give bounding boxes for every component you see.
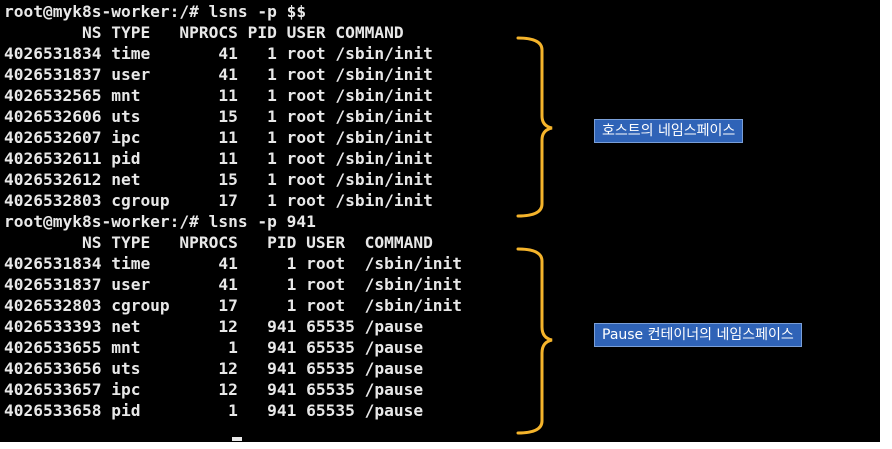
terminal-cursor xyxy=(232,437,242,441)
table-row: 4026532803 cgroup 17 1 root /sbin/init xyxy=(4,296,463,315)
table-row: 4026533655 mnt 1 941 65535 /pause xyxy=(4,338,424,357)
terminal-window[interactable]: root@myk8s-worker:/# lsns -p $$ NS TYPE … xyxy=(0,0,880,442)
table-row: 4026532803 cgroup 17 1 root /sbin/init xyxy=(4,191,433,210)
table-row: 4026532607 ipc 11 1 root /sbin/init xyxy=(4,128,433,147)
prompt-line-1: root@myk8s-worker:/# lsns -p $$ xyxy=(4,2,307,21)
host-brace-icon xyxy=(516,36,553,218)
table-row: 4026531837 user 41 1 root /sbin/init xyxy=(4,275,463,294)
table-header-2: NS TYPE NPROCS PID USER COMMAND xyxy=(4,233,433,252)
table-row: 4026531837 user 41 1 root /sbin/init xyxy=(4,65,433,84)
prompt-line-2: root@myk8s-worker:/# lsns -p 941 xyxy=(4,212,316,231)
host-namespace-label: 호스트의 네임스페이스 xyxy=(594,119,744,143)
table-row: 4026533393 net 12 941 65535 /pause xyxy=(4,317,424,336)
table-header-1: NS TYPE NPROCS PID USER COMMAND xyxy=(4,23,404,42)
table-row: 4026533656 uts 12 941 65535 /pause xyxy=(4,359,424,378)
table-row: 4026532565 mnt 11 1 root /sbin/init xyxy=(4,86,433,105)
table-row: 4026533658 pid 1 941 65535 /pause xyxy=(4,401,424,420)
table-row: 4026532612 net 15 1 root /sbin/init xyxy=(4,170,433,189)
table-row: 4026531834 time 41 1 root /sbin/init xyxy=(4,44,433,63)
table-row: 4026532606 uts 15 1 root /sbin/init xyxy=(4,107,433,126)
table-row: 4026531834 time 41 1 root /sbin/init xyxy=(4,254,463,273)
pause-brace-icon xyxy=(516,247,553,435)
pause-namespace-label: Pause 컨테이너의 네임스페이스 xyxy=(594,323,802,347)
table-row: 4026533657 ipc 12 941 65535 /pause xyxy=(4,380,424,399)
table-row: 4026532611 pid 11 1 root /sbin/init xyxy=(4,149,433,168)
